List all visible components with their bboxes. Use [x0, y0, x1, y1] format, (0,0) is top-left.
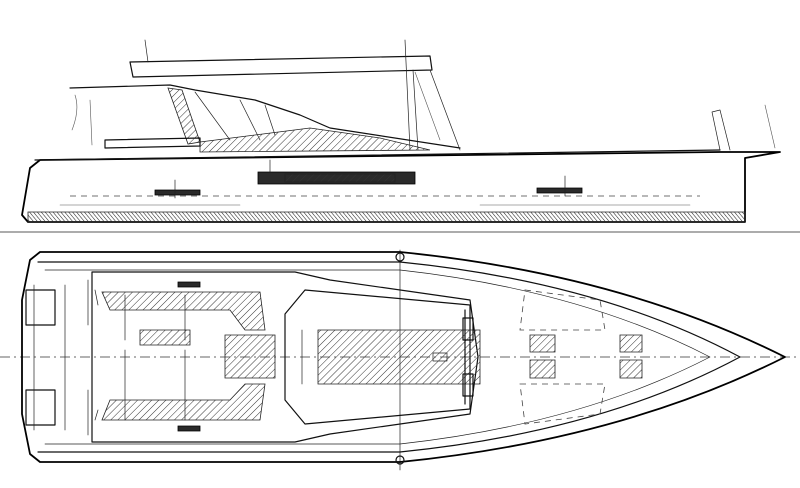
hull-port-aft [154, 189, 201, 196]
deck-outline [21, 251, 786, 463]
hull-window-hatch [284, 173, 396, 183]
bow-pulpit [711, 109, 731, 151]
deckhouse-top [69, 84, 461, 149]
foredeck-hatch-1 [529, 334, 556, 353]
hull-port-fwd [536, 187, 583, 194]
sheerline [34, 149, 721, 161]
winch-port [177, 281, 201, 288]
station-marker-bottom [395, 455, 405, 465]
side-profile-view [0, 39, 800, 233]
hull [21, 151, 781, 223]
cabin-roof-hatch [317, 329, 481, 385]
foredeck-hatch-4 [619, 359, 643, 379]
foredeck-hatch-stbd [519, 383, 606, 425]
side-rail [104, 137, 201, 149]
toerail [44, 269, 711, 445]
forestay [429, 69, 461, 151]
helm-sketch [71, 94, 93, 146]
cabin-top [284, 289, 471, 425]
mast-partner-port [462, 317, 474, 341]
mast-stub-aft [144, 39, 149, 63]
mast-partner-stbd [462, 373, 474, 397]
cockpit-seats [199, 127, 431, 153]
cockpit-seat-port [101, 291, 266, 331]
mast [404, 39, 411, 151]
cockpit-seat-stbd [101, 383, 266, 421]
deck-plan-view [0, 249, 800, 471]
foredeck-hatch-port [519, 289, 606, 331]
foredeck-hatch-3 [619, 334, 643, 353]
station-marker-top [395, 252, 405, 262]
shroud [414, 71, 441, 141]
hatch-handle [432, 352, 448, 362]
bow-rail [764, 104, 776, 149]
helm-pod [224, 334, 276, 379]
windscreen-pillar [167, 87, 201, 145]
coachroof-outline [91, 271, 479, 443]
transom-step-port [25, 289, 56, 326]
cockpit-corners [94, 289, 99, 421]
cockpit-bench-lines [124, 294, 186, 421]
foredeck-hatch-2 [529, 359, 556, 379]
boom [129, 55, 433, 78]
deck-edge-inner [37, 261, 741, 453]
windscreen-frames [194, 91, 276, 141]
mast-back [412, 69, 419, 151]
winch-stbd [177, 425, 201, 432]
transom-step-stbd [25, 389, 56, 426]
cockpit-table-aft [139, 329, 191, 346]
transom-lines [33, 284, 66, 431]
boot-stripe [27, 211, 746, 223]
